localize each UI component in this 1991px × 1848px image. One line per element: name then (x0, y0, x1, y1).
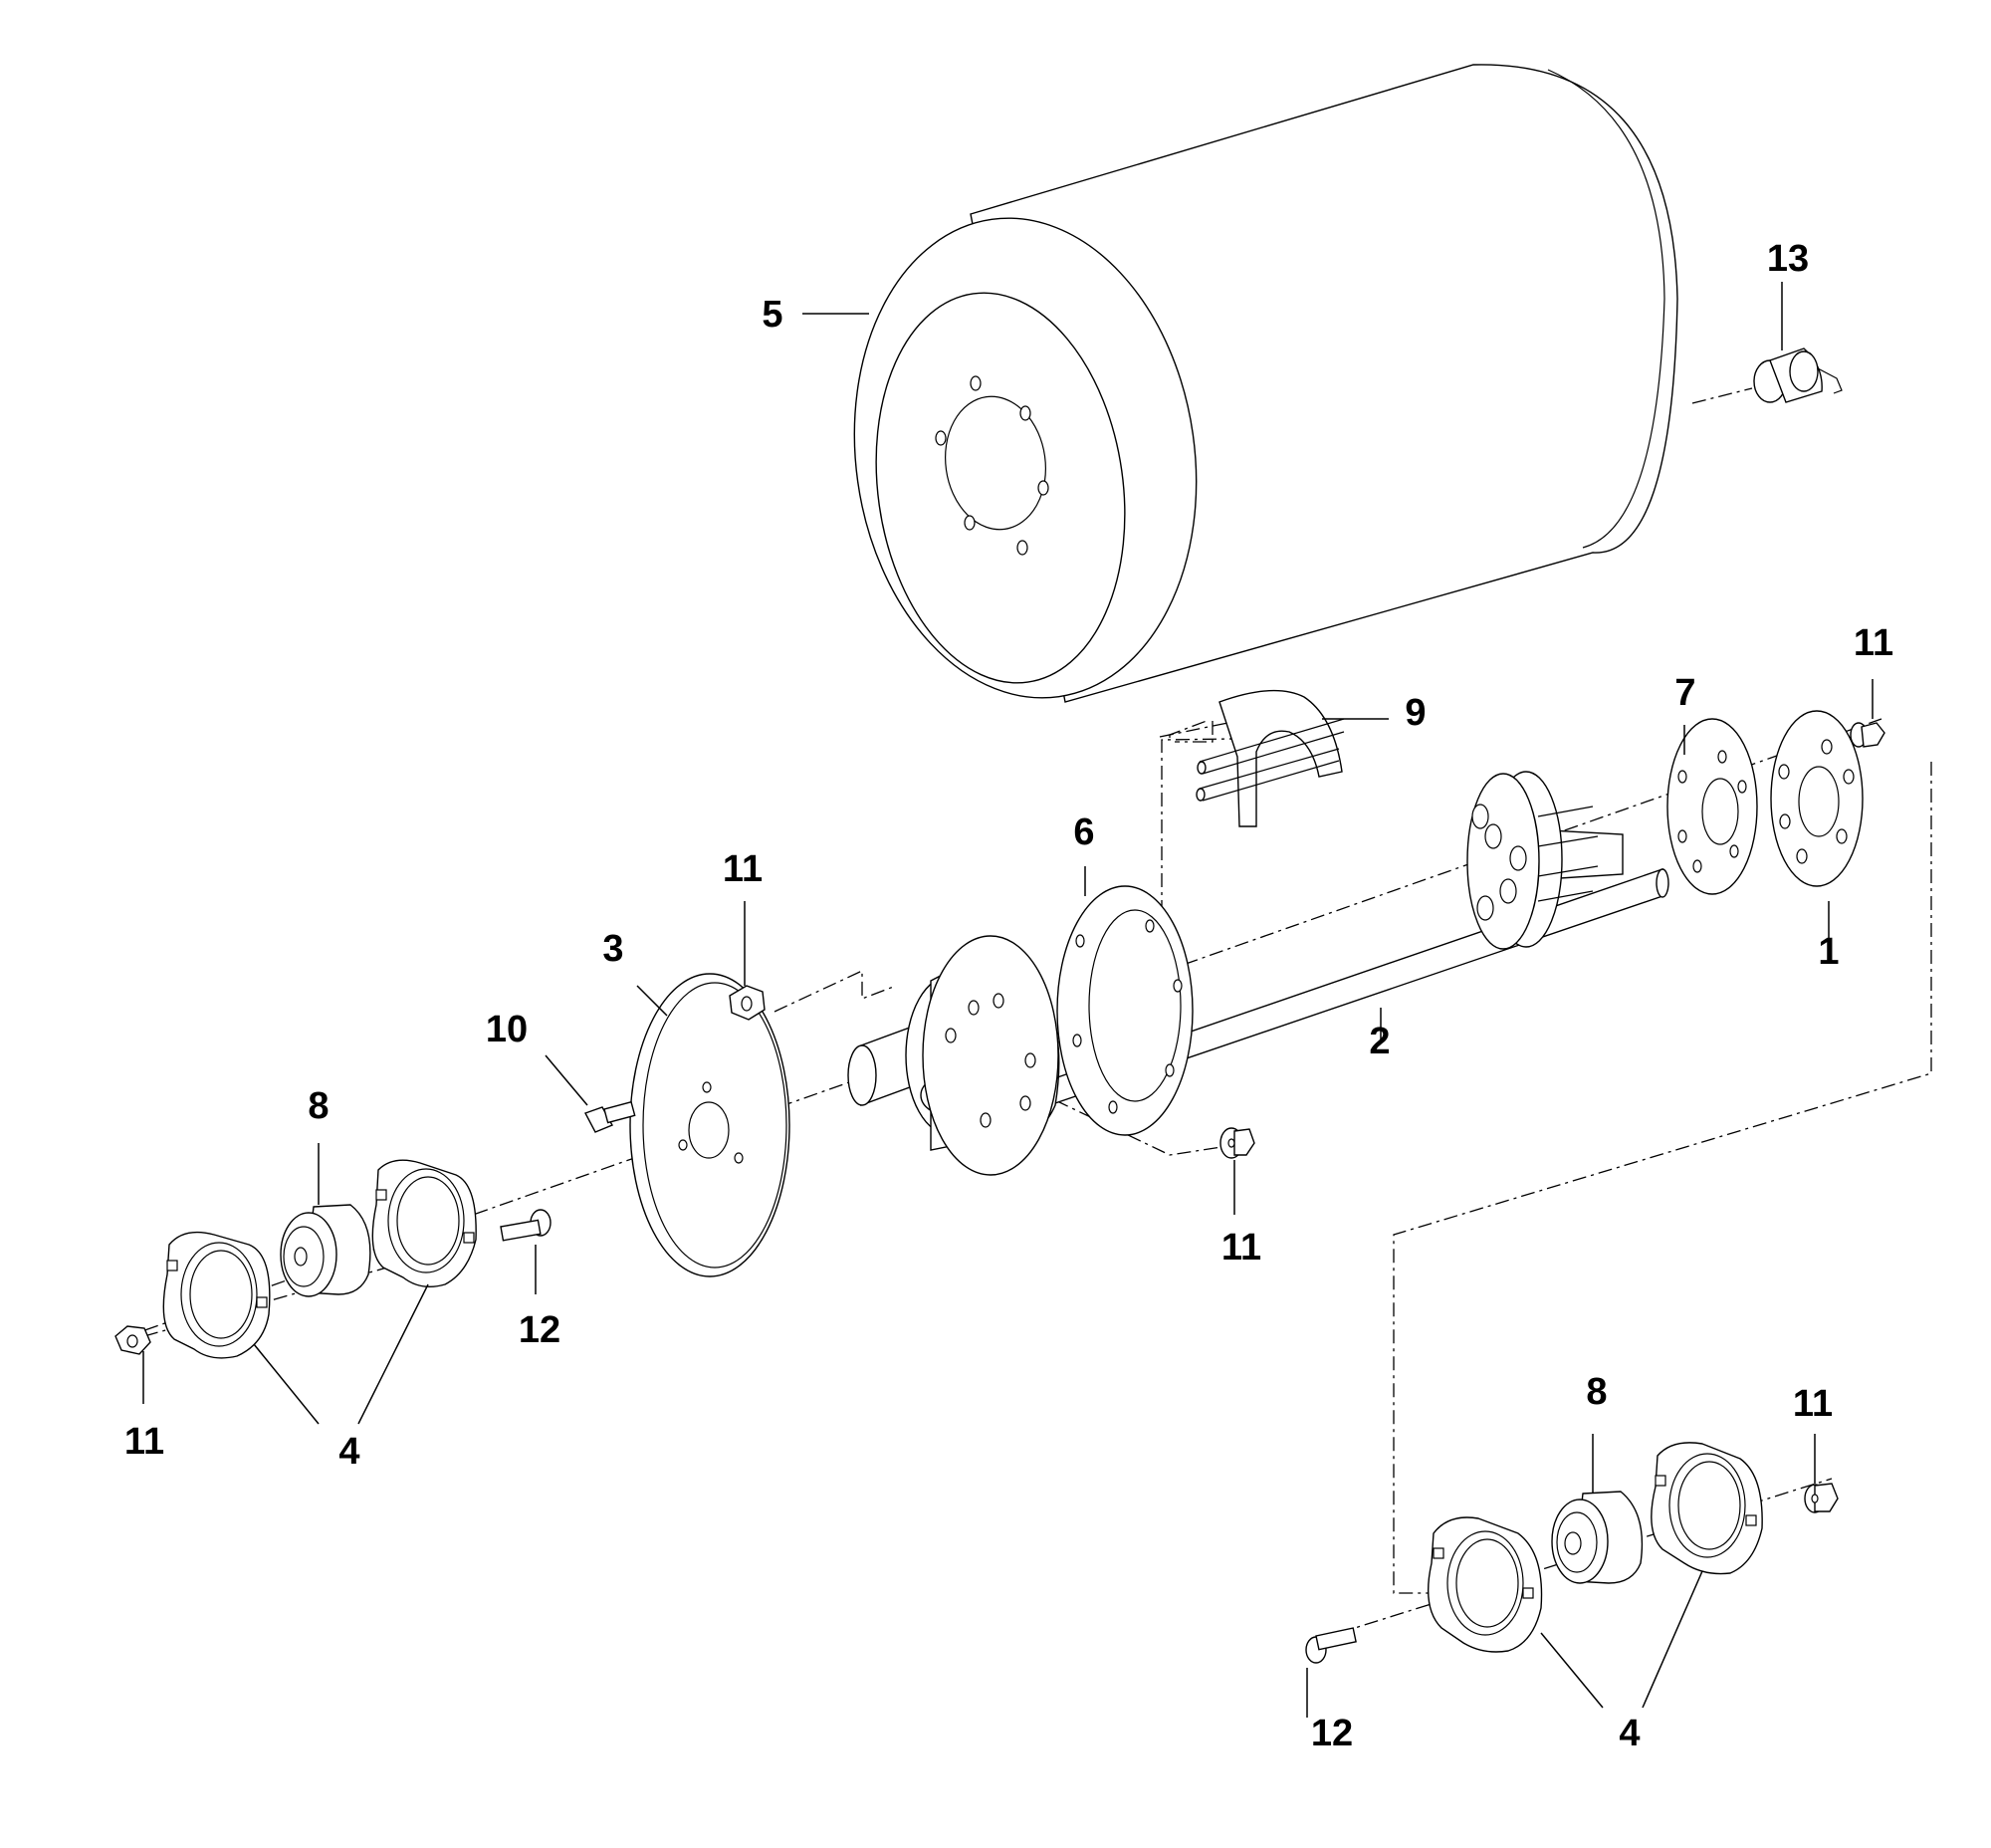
callout-13: 13 (1767, 238, 1809, 280)
flange-housing-part-4-left-outer (162, 1231, 271, 1359)
flange-housing-part-4-right-inner (1651, 1442, 1763, 1575)
nut-part-11-top-right (1850, 722, 1885, 748)
callout-11-right: 11 (1793, 1383, 1833, 1425)
bolt-part-10 (584, 1100, 636, 1133)
axle-flange-left (922, 935, 1060, 1176)
callout-3: 3 (602, 928, 623, 970)
callout-numbers: 5 13 9 11 7 1 2 6 3 11 10 8 12 11 4 11 8… (124, 238, 1893, 1754)
callout-2: 2 (1369, 1021, 1390, 1062)
disc-part-3 (629, 973, 790, 1277)
axle-flange-right (1466, 771, 1624, 950)
bearing-part-8-left (280, 1204, 371, 1297)
callout-8-right: 8 (1586, 1371, 1607, 1413)
callout-12-right: 12 (1311, 1713, 1353, 1754)
callout-7: 7 (1674, 672, 1695, 714)
callout-11-top-left: 11 (723, 848, 763, 890)
callout-10: 10 (486, 1009, 528, 1050)
callout-11-left: 11 (124, 1421, 164, 1463)
callout-11-center: 11 (1221, 1227, 1261, 1269)
plate-part-1 (1770, 710, 1864, 887)
flange-housing-part-4-left-inner (371, 1159, 477, 1287)
flange-housing-part-4-right-outer (1427, 1516, 1543, 1653)
nut-part-11-center (1219, 1127, 1255, 1159)
grease-fitting-part-13 (1753, 347, 1843, 403)
nut-part-11-right (1804, 1483, 1839, 1513)
callout-11-top-right: 11 (1854, 622, 1893, 664)
callout-5: 5 (762, 294, 782, 336)
nut-part-11-left (114, 1325, 151, 1355)
gasket-part-6 (1056, 885, 1194, 1136)
callout-1: 1 (1818, 931, 1839, 973)
drum-part-5 (853, 64, 1678, 703)
rod-bracket-part-9 (1196, 689, 1345, 827)
callout-4-right: 4 (1619, 1713, 1640, 1754)
callout-8-left: 8 (308, 1085, 329, 1127)
plate-part-7 (1666, 718, 1758, 895)
callout-4-left: 4 (338, 1431, 359, 1473)
bearing-part-8-right (1551, 1491, 1644, 1584)
callout-6: 6 (1073, 811, 1094, 853)
callout-9: 9 (1405, 692, 1426, 734)
leader-lines (142, 282, 1874, 1718)
nut-part-11-top-left (729, 985, 766, 1021)
callout-12-left: 12 (519, 1309, 560, 1351)
carriage-bolt-part-12-left (500, 1209, 552, 1242)
carriage-bolt-part-12-right (1305, 1627, 1357, 1664)
